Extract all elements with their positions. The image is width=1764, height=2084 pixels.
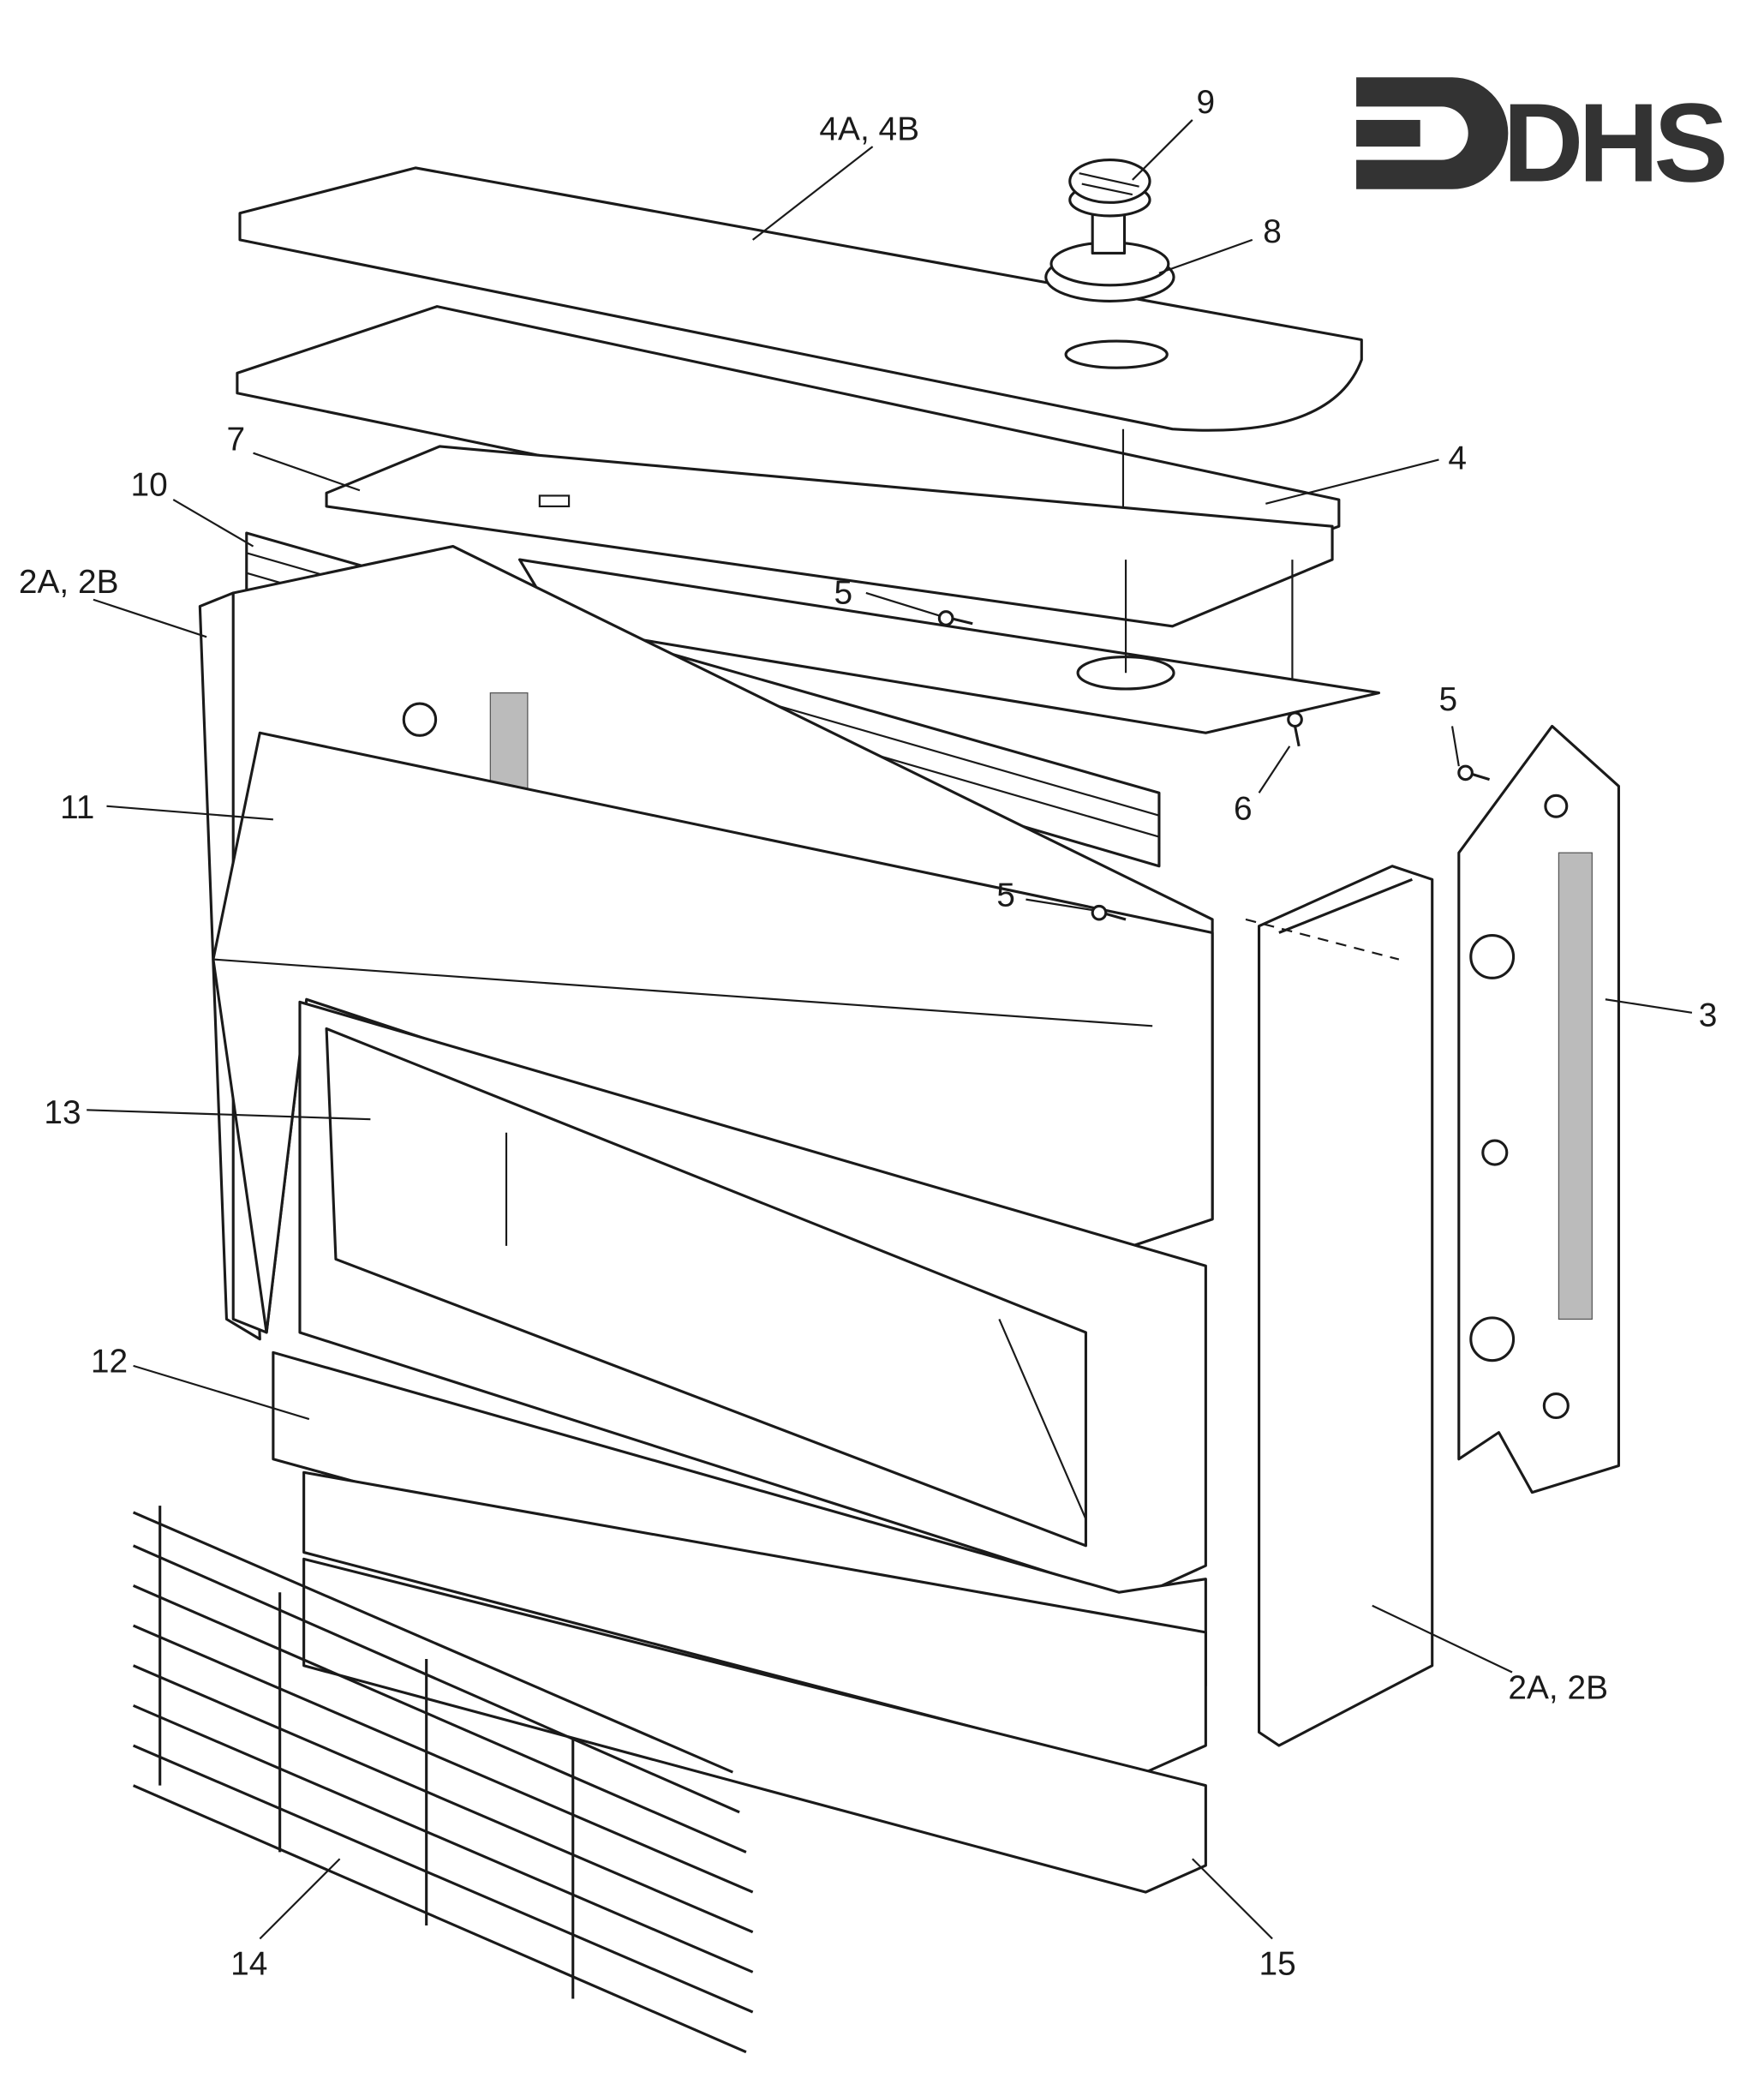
baffle-plate-7 <box>325 445 1334 628</box>
callout-15: 15 <box>1259 1945 1296 1982</box>
control-knob <box>1044 159 1175 302</box>
callout-8: 8 <box>1263 213 1282 250</box>
callout-5-mid: 5 <box>996 877 1015 913</box>
callout-labels: 9 4A, 4B 8 4 7 10 2A, 2B 5 5 6 5 11 3 13… <box>19 84 1717 1982</box>
lower-trim-15 <box>302 1557 1207 1894</box>
callout-12: 12 <box>91 1344 128 1380</box>
dhs-logo: DHS <box>1356 77 1731 205</box>
callout-4a-4b: 4A, 4B <box>819 111 919 147</box>
logo-text: DHS <box>1503 80 1725 205</box>
lower-tray-12 <box>272 1350 1207 1774</box>
callout-11: 11 <box>60 789 94 826</box>
callout-2a-2b-left: 2A, 2B <box>19 564 119 601</box>
callout-7: 7 <box>226 422 245 458</box>
side-panel-2a-2b <box>1245 865 1434 1747</box>
callout-3: 3 <box>1699 997 1718 1033</box>
fire-opening-13 <box>298 1000 1207 1601</box>
guard-grille-14 <box>132 1506 754 2054</box>
callout-10: 10 <box>130 466 167 503</box>
callout-2a-2b-right: 2A, 2B <box>1508 1670 1608 1707</box>
callout-5-right: 5 <box>1438 681 1457 718</box>
screws <box>937 610 1491 921</box>
callout-13: 13 <box>44 1094 81 1131</box>
callout-4: 4 <box>1448 440 1467 476</box>
callout-5-top: 5 <box>834 574 853 611</box>
side-bracket-3 <box>1457 724 1620 1494</box>
top-panel-4a-4b <box>238 166 1363 432</box>
callout-9: 9 <box>1196 84 1215 121</box>
callout-14: 14 <box>230 1945 267 1982</box>
leader-lines <box>87 119 1693 1940</box>
callout-6: 6 <box>1234 790 1253 827</box>
